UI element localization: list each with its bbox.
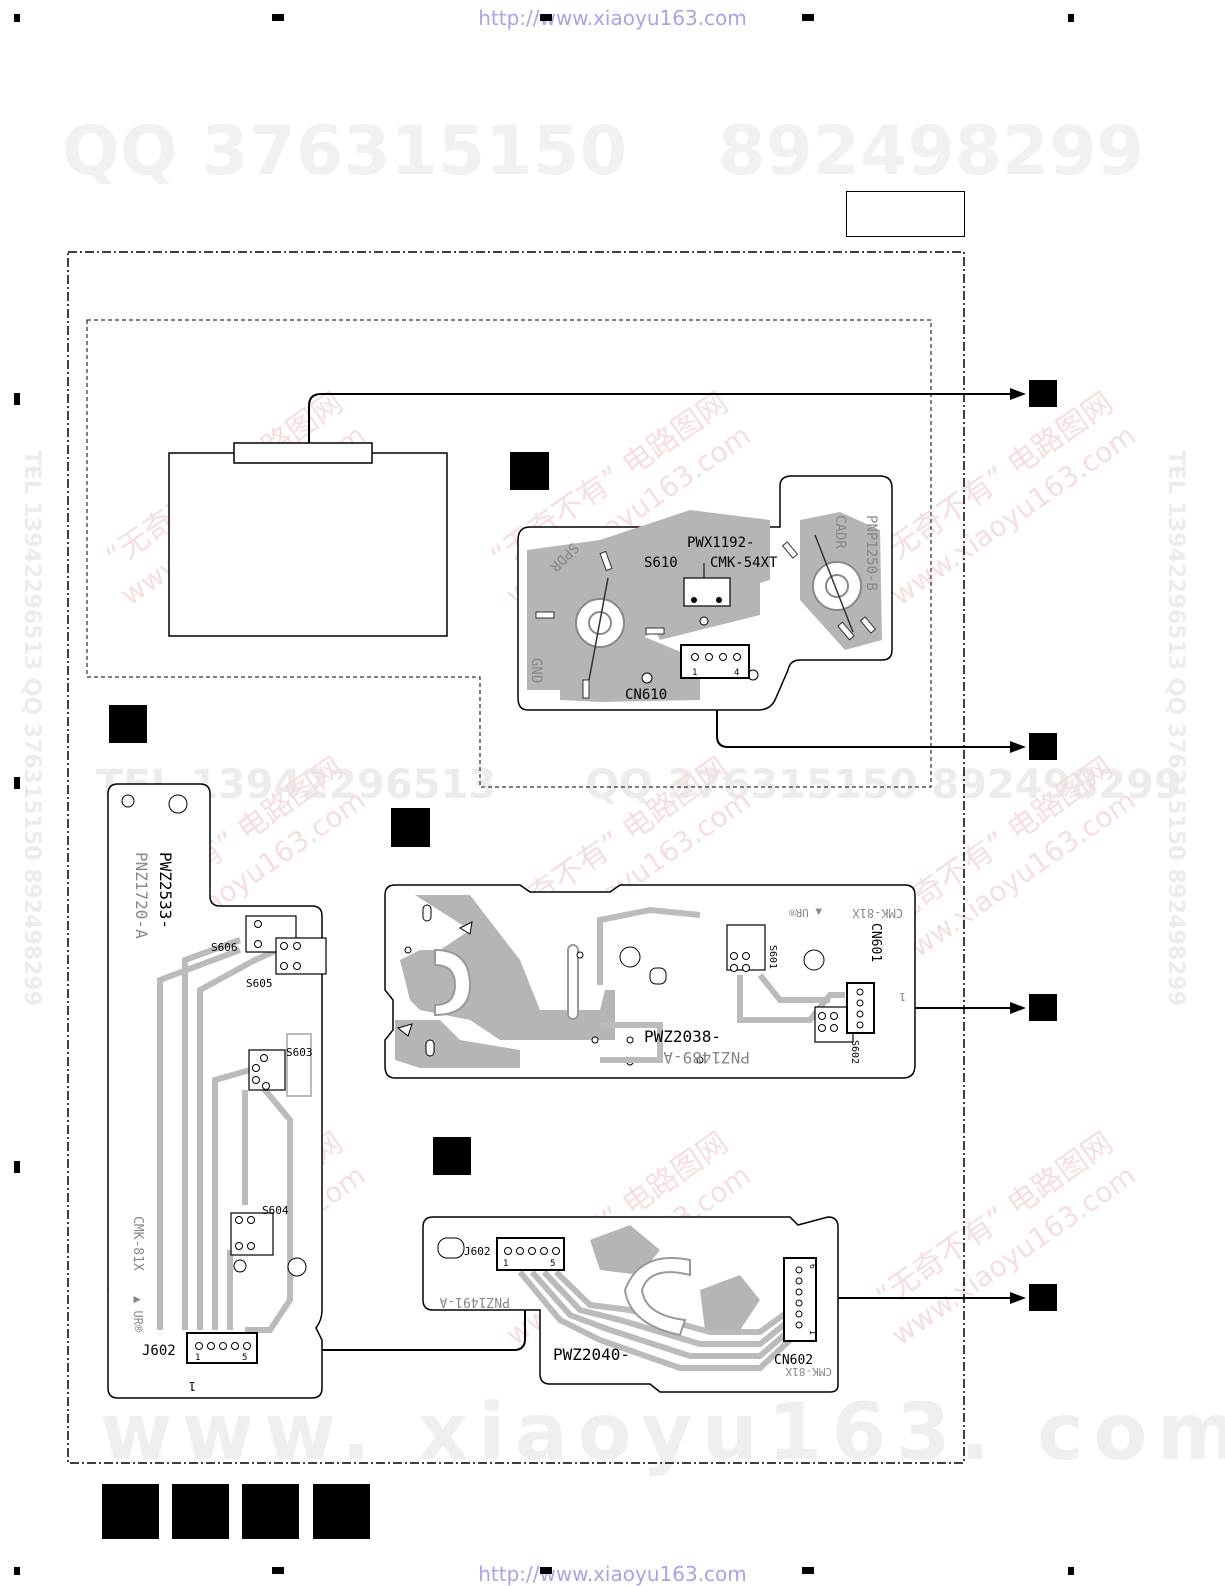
pin-label: 1 [503, 1259, 508, 1269]
connector-cn602: CN602 [774, 1353, 813, 1368]
inner-enclosure [86, 319, 932, 788]
marker-square [1029, 733, 1057, 760]
switch-s603: S603 [286, 1046, 313, 1059]
pin-label: 4 [734, 668, 739, 678]
pin-label: 1 [195, 1353, 200, 1363]
pin-label: 1 [808, 1330, 817, 1335]
arrow-head [1010, 1002, 1026, 1014]
page-tab [242, 1484, 299, 1539]
pin-label: 5 [242, 1353, 247, 1363]
pcb-no-pnz1491: PNZ1491-A [439, 1294, 510, 1309]
board-middle: PWZ2038- PNZ1489-A CMK-81X ▲ UR® CN601 S… [384, 884, 916, 1079]
pcb-no-pnz1720: PNZ1720-A [132, 852, 151, 939]
board-left: 1 5 J602 1 S606 S605 S603 S604 PWZ2533- … [107, 783, 327, 1399]
arrow-head [1010, 741, 1026, 753]
pin-label: 6 [808, 1264, 817, 1269]
connector-cn610: CN610 [625, 687, 667, 703]
arrow-head [1010, 1292, 1026, 1304]
registration-marks [14, 14, 1074, 1575]
pin-one-mid: 1 [899, 990, 906, 1003]
wire-j602 [258, 1270, 526, 1351]
part-no-pwz2040: PWZ2040- [553, 1345, 630, 1364]
marker-square [510, 452, 549, 490]
mechanism-connector [233, 442, 373, 464]
arrow-head [1010, 388, 1026, 400]
page-tab [102, 1484, 159, 1539]
watermark-qq-mid: QQ 376315150 892498299 [585, 762, 1182, 808]
pcb-no-pnz1489: PNZ1489-A [663, 1048, 750, 1067]
header-url[interactable]: http://www.xiaoyu163.com [478, 6, 747, 30]
mechanism-block [168, 452, 448, 637]
switch-s606: S606 [211, 941, 238, 954]
marker-square [1029, 994, 1057, 1021]
part-no-pwz2533: PWZ2533- [156, 852, 175, 929]
wire-mechanism [308, 393, 1012, 443]
switch-s601: S601 [767, 945, 778, 969]
watermark-qq-left: QQ 376315150 [62, 112, 628, 191]
watermark-qq-right: 892498299 [718, 112, 1144, 191]
part-no-pwx1192: PWX1192- [687, 535, 754, 551]
connector-cn601: CN601 [868, 923, 883, 962]
part-no-pwz2038: PWZ2038- [644, 1027, 721, 1046]
marker-square [1029, 380, 1057, 407]
switch-part-cmk54xt: CMK-54XT [710, 555, 778, 571]
switch-s610: S610 [644, 555, 678, 571]
marker-square [109, 705, 147, 743]
outer-frame [67, 251, 965, 1464]
silk-cmk81x-bottom: CMK-81X [785, 1365, 832, 1378]
silk-cadr: CADR [832, 515, 848, 549]
marker-square [391, 808, 430, 847]
switch-s602: S602 [849, 1040, 860, 1064]
page-tab [172, 1484, 229, 1539]
connector-j602-left: J602 [142, 1343, 176, 1359]
board-bottom: 1 5 J602 6 1 PWZ2040- PNZ1491-A CN602 CM… [422, 1216, 839, 1393]
connector-j602-bottom: J602 [464, 1245, 491, 1258]
pin-one: 1 [189, 1379, 196, 1393]
switch-s605: S605 [246, 977, 273, 990]
pin-label: 1 [692, 668, 697, 678]
pcb-no-pnp1250: PNP1250-B [863, 515, 879, 591]
footer-url[interactable]: http://www.xiaoyu163.com [478, 1562, 747, 1586]
silk-ur-logo-mid: ▲ UR® [789, 906, 822, 919]
wire-cn610 [716, 677, 1012, 748]
reference-box [846, 191, 965, 237]
silk-cmk81x-mid: CMK-81X [852, 906, 903, 920]
marker-square [433, 1137, 471, 1175]
board-top-right: PWX1192- S610 CMK-54XT CN610 1 4 PNP1250… [517, 475, 893, 711]
silk-ur-logo: ▲ UR® [131, 1296, 145, 1333]
pin-label: 5 [550, 1259, 555, 1269]
page-tab [313, 1484, 370, 1539]
marker-square [1029, 1284, 1057, 1311]
switch-s604: S604 [262, 1204, 289, 1217]
silk-gnd: GND [528, 658, 544, 683]
silk-cmk81x: CMK-81X [130, 1216, 145, 1271]
